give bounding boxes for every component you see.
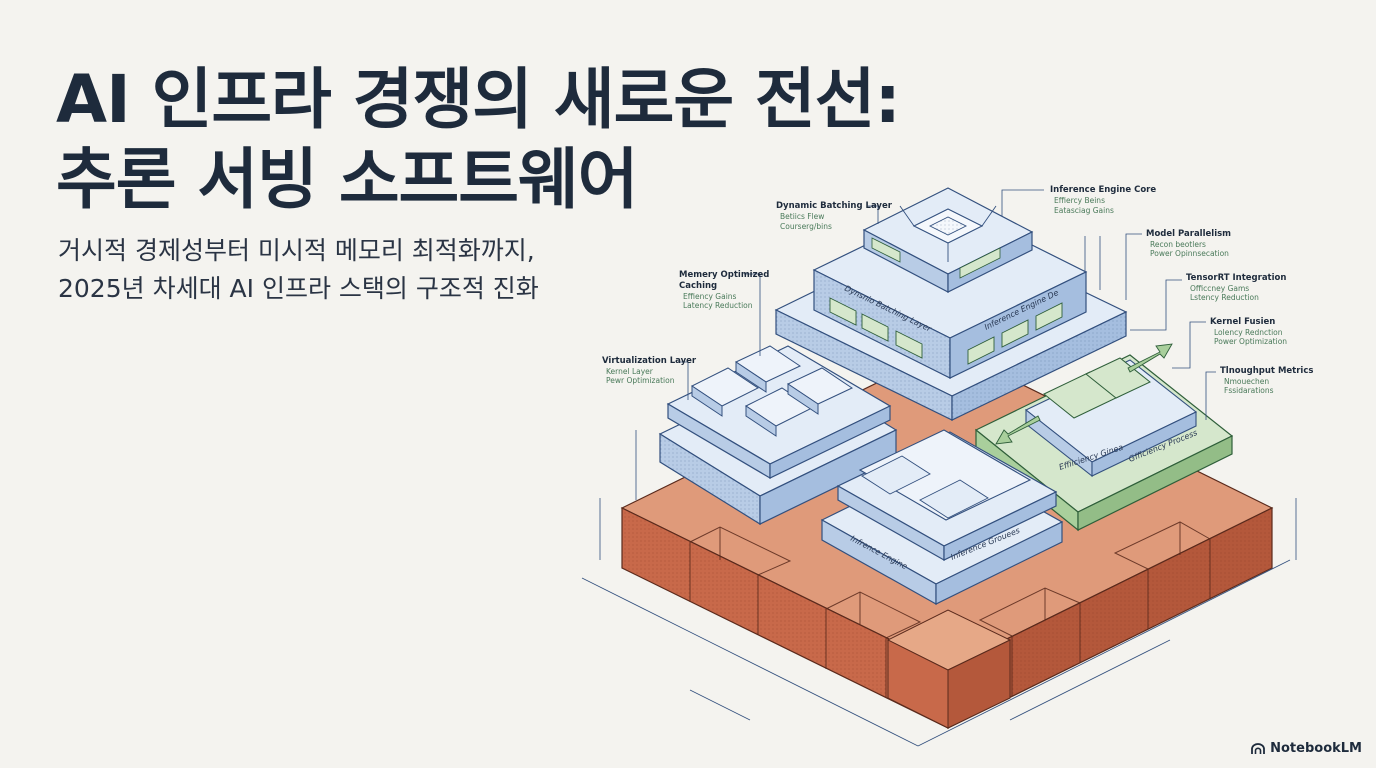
callout-virtualization-title: Virtualization Layer <box>602 356 697 366</box>
callout-kernel-fusion-item-1: Lolency Rednction <box>1214 328 1283 337</box>
callout-tensorrt-title: TensorRT Integration <box>1186 273 1286 283</box>
callout-dynamic-batching-title: Dynamic Batching Layer <box>776 201 893 211</box>
callout-dynamic-batching: Dynamic Batching Layer Betiics Flew Cour… <box>776 201 893 231</box>
callout-tensorrt: TensorRT Integration Officcney Gams Lste… <box>1130 273 1286 331</box>
callout-throughput-title: Tlnoughput Metrics <box>1220 366 1313 376</box>
callout-memory-caching-title-2: Caching <box>679 281 717 291</box>
callout-memory-caching-item-2: Latency Reduction <box>683 301 753 310</box>
notebooklm-brand: NotebookLM <box>1251 741 1362 756</box>
callout-inference-engine-core-title: Inference Engine Core <box>1050 185 1156 195</box>
virtualization-stack <box>658 345 898 526</box>
callout-memory-caching-title-1: Memery Optimized <box>679 270 769 280</box>
subtitle-line-2: 2025년 차세대 AI 인프라 스택의 구조적 진화 <box>58 274 539 303</box>
callout-kernel-fusion: Kernel Fusien Lolency Rednction Power Op… <box>1172 317 1287 369</box>
callout-virtualization-item-1: Kernel Layer <box>606 367 654 376</box>
callout-kernel-fusion-title: Kernel Fusien <box>1210 317 1275 327</box>
core-pyramid: Dynsnio Batching Layer Inference Engine … <box>774 187 1128 421</box>
callout-tensorrt-item-1: Officcney Gams <box>1190 284 1249 293</box>
callout-inference-engine-core: Inference Engine Core Effiercy Beins Eat… <box>1001 185 1156 216</box>
callout-virtualization-item-2: Pewr Optimization <box>606 376 675 385</box>
page-subtitle: 거시적 경제성부터 미시적 메모리 최적화까지, 2025년 차세대 AI 인프… <box>58 232 539 308</box>
callout-dynamic-batching-item-2: Courserg/bins <box>780 222 832 231</box>
callout-inference-engine-core-item-1: Effiercy Beins <box>1054 196 1105 205</box>
callout-kernel-fusion-item-2: Power Optimization <box>1214 337 1287 346</box>
inference-groups-stack: Inference Grouees Infrence Engine <box>820 429 1064 606</box>
callout-memory-caching: Memery Optimized Caching Effiency Gains … <box>679 270 769 356</box>
callout-model-parallelism-item-2: Power Opinnsecation <box>1150 249 1229 258</box>
callout-model-parallelism-title: Model Parallelism <box>1146 229 1231 239</box>
page-title: AI 인프라 경쟁의 새로운 전선: 추론 서빙 소프트웨어 <box>56 60 901 220</box>
brand-name: NotebookLM <box>1270 741 1362 756</box>
callout-model-parallelism-item-1: Recon beotlers <box>1150 240 1206 249</box>
callout-virtualization: Virtualization Layer Kernel Layer Pewr O… <box>602 356 697 400</box>
notebooklm-logo-icon <box>1251 742 1266 754</box>
dimension-lines <box>581 236 1297 747</box>
callout-throughput-item-1: Nmouechen <box>1224 377 1269 386</box>
title-line-1: AI 인프라 경쟁의 새로운 전선: <box>56 61 901 138</box>
callout-model-parallelism: Model Parallelism Recon beotlers Power O… <box>1125 229 1231 300</box>
callout-memory-caching-item-1: Effiency Gains <box>683 292 737 301</box>
callout-dynamic-batching-item-1: Betiics Flew <box>780 212 824 221</box>
callout-tensorrt-item-2: Lstency Reduction <box>1190 293 1259 302</box>
callout-throughput-item-2: Fssidarations <box>1224 386 1274 395</box>
title-line-2: 추론 서빙 소프트웨어 <box>56 141 638 218</box>
subtitle-line-1: 거시적 경제성부터 미시적 메모리 최적화까지, <box>58 236 535 265</box>
callout-throughput: Tlnoughput Metrics Nmouechen Fssidaratio… <box>1205 366 1313 420</box>
callout-inference-engine-core-item-2: Eatasciag Gains <box>1054 206 1114 215</box>
